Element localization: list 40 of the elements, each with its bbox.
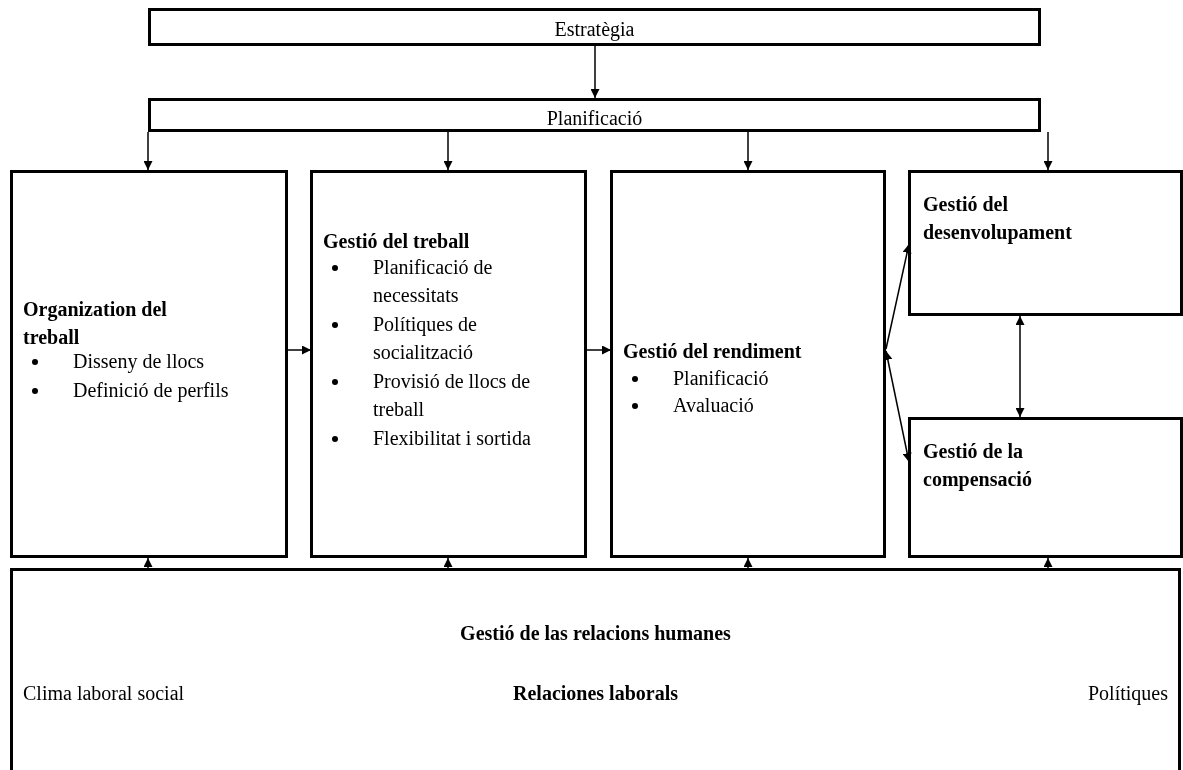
heading: Gestió del treball: [323, 229, 471, 254]
arrow: [443, 557, 453, 569]
list-item: Flexibilitat i sortida: [373, 426, 532, 451]
list-item: Provisió de llocs de treball: [373, 369, 532, 422]
label-text: Clima laboral social: [23, 681, 186, 706]
list-item: Disseny de llocs: [73, 349, 206, 375]
process-box: [908, 170, 1183, 316]
arrow: [1015, 315, 1025, 418]
arrow: [590, 45, 600, 99]
label-text: Polítiques: [1087, 681, 1168, 707]
strategy-box: [148, 8, 1041, 46]
list-item: Definició de perfils: [73, 378, 230, 404]
process-box: [610, 170, 886, 558]
heading: Relaciones laborals: [512, 681, 679, 706]
list-item: Avaluació: [673, 393, 755, 418]
arrow: [1043, 557, 1053, 569]
relations-panel: [10, 568, 1181, 770]
arrow: [743, 557, 753, 569]
process-box: [908, 417, 1183, 558]
heading: Gestió del rendiment: [623, 339, 803, 364]
planning-box: [148, 98, 1041, 132]
list-item: Planificació: [673, 366, 770, 391]
arrow: [1043, 131, 1053, 171]
heading: Gestió de la compensació: [923, 439, 1033, 493]
label-text: Estratègia: [553, 17, 636, 43]
list-item: Planificació de necessitats: [373, 255, 494, 308]
process-box: [310, 170, 587, 558]
arrow: [743, 131, 753, 171]
arrow: [287, 345, 312, 355]
label-text: Planificació: [545, 106, 644, 131]
arrow: [586, 345, 612, 355]
arrow: [143, 557, 153, 569]
arrow: [883, 350, 912, 463]
heading: Organization del treball: [23, 297, 168, 350]
list-item: Polítiques de socialització: [373, 312, 478, 365]
heading: Gestió de las relacions humanes: [459, 621, 732, 646]
arrow: [443, 131, 453, 171]
process-box: [10, 170, 288, 558]
arrow: [143, 131, 153, 171]
heading: Gestió del desenvolupament: [923, 192, 1073, 246]
